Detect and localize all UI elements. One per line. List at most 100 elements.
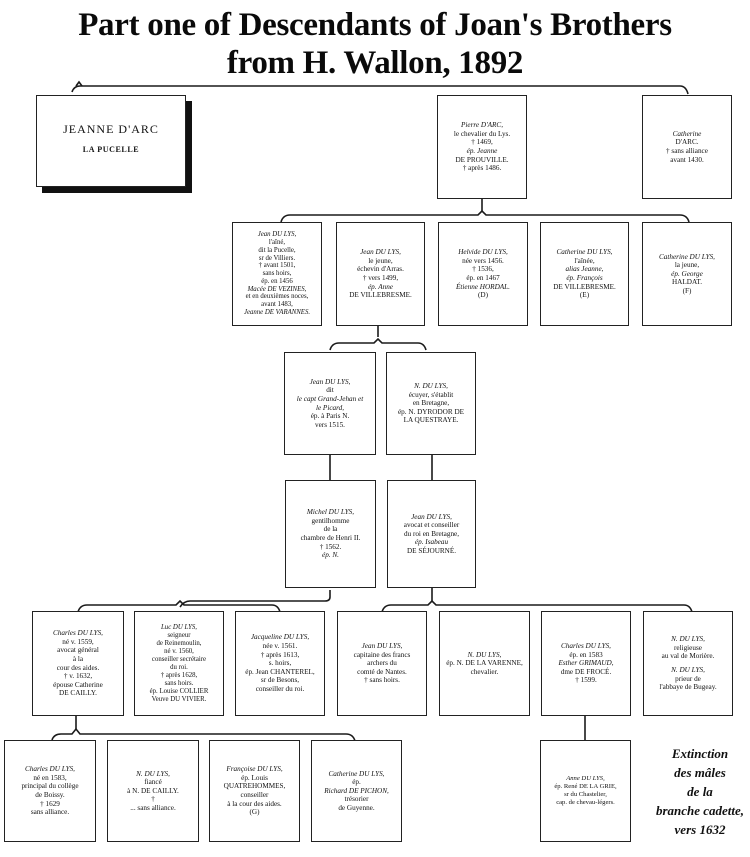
person-name: Catherine DU LYS, (556, 248, 613, 257)
person-detail: (D) (478, 291, 488, 300)
person-detail: à la (72, 654, 84, 663)
person-detail: † 1536, (472, 265, 494, 274)
person-box-n-religieuse-prieur[interactable]: N. DU LYS, religieuse au val de Morière.… (643, 611, 733, 716)
person-name: N. DU LYS, (467, 650, 502, 659)
person-name: N. DU LYS, (671, 635, 705, 644)
person-name: N. DU LYS, (414, 382, 448, 391)
person-box-charles-1583[interactable]: Charles DU LYS, ép. en 1583 Esther GRIMA… (541, 611, 631, 716)
person-box-luc[interactable]: Luc DU LYS, seigneur de Reinemoulin, né … (134, 611, 224, 716)
person-name: Pierre D'ARC, (461, 121, 503, 130)
person-name: N. DU LYS, (671, 666, 705, 674)
person-detail: dit (326, 386, 334, 395)
person-detail: en Bretagne, (412, 399, 450, 408)
person-detail: archers du (367, 659, 397, 668)
person-name: N. DU LYS, (136, 769, 170, 778)
person-detail: né v. 1560, (164, 647, 194, 655)
person-detail: de la (323, 525, 338, 534)
person-detail: † v. 1632, (63, 672, 93, 681)
person-detail: ép. (352, 778, 361, 787)
person-detail: avocat et conseiller (403, 521, 460, 530)
person-box-jacqueline[interactable]: Jacqueline DU LYS, née v. 1561. † après … (235, 611, 325, 716)
person-box-jean-jeune[interactable]: Jean DU LYS, le jeune, échevin d'Arras. … (336, 222, 425, 326)
person-box-n-ecuyer[interactable]: N. DU LYS, écuyer, s'établit en Bretagne… (386, 352, 476, 455)
person-box-pierre-darc[interactable]: Pierre D'ARC, le chevalier du Lys. † 146… (437, 95, 527, 199)
person-detail: † (151, 795, 155, 804)
person-name: Jean DU LYS, (257, 231, 297, 239)
person-detail: ... sans alliance. (130, 803, 176, 812)
person-detail: la jeune, (674, 261, 700, 270)
note-line: des mâles (674, 765, 726, 780)
person-detail: † 1469, (471, 138, 493, 147)
person-detail: fiancé (144, 778, 162, 787)
person-detail: Étienne HORDAL. (456, 282, 510, 291)
person-name: Françoise DU LYS, (226, 765, 283, 774)
extinction-note: Extinction des mâles de la branche cadet… (645, 744, 750, 839)
person-detail: avant 1430. (670, 155, 704, 164)
person-box-catherine-darc[interactable]: Catherine D'ARC. † sans alliance avant 1… (642, 95, 732, 199)
person-detail: trésorier (344, 795, 369, 804)
person-box-charles-1559[interactable]: Charles DU LYS, né v. 1559, avocat génér… (32, 611, 124, 716)
person-box-helvide[interactable]: Helvide DU LYS, née vers 1456. † 1536, é… (438, 222, 528, 326)
person-box-anne[interactable]: Anne DU LYS, ép. René DE LA GRIE, sr du … (540, 740, 631, 842)
person-detail: DE VILLEBRESME. (553, 282, 616, 291)
person-box-n-varenne[interactable]: N. DU LYS, ép. N. DE LA VARENNE, chevali… (439, 611, 530, 716)
person-detail: DE SÉJOURNÉ. (406, 546, 457, 555)
person-detail: avocat général (57, 646, 99, 655)
person-detail: † vers 1499, (362, 274, 399, 282)
person-detail: principal du collège (21, 782, 79, 791)
person-detail: de Guyenne. (338, 803, 375, 812)
person-detail: avant 1483, (261, 301, 293, 309)
person-box-catherine-jeune[interactable]: Catherine DU LYS, la jeune, ép. George H… (642, 222, 732, 326)
person-detail: † 1562. (319, 542, 342, 551)
person-detail: DE PROUVILLE. (455, 155, 509, 164)
person-detail: de Reinemoulin, (156, 639, 202, 647)
person-box-michel[interactable]: Michel DU LYS, gentilhomme de la chambre… (285, 480, 376, 588)
person-detail: † sans alliance (666, 147, 708, 155)
person-detail: religieuse (674, 643, 702, 652)
person-detail: ép. George (671, 269, 703, 278)
person-detail: ép. Jeanne (466, 147, 498, 155)
person-box-jean-aine[interactable]: Jean DU LYS, l'aîné, dit la Pucelle, sr … (232, 222, 322, 326)
person-detail: capitaine des francs (353, 650, 411, 659)
note-line: branche cadette, (655, 803, 745, 818)
person-detail: échevin d'Arras. (357, 265, 404, 274)
person-box-jean-grand-jehan[interactable]: Jean DU LYS, dit le capt Grand-Jehan et … (284, 352, 376, 455)
person-box-catherine-pichon[interactable]: Catherine DU LYS, ép. Richard DE PICHON,… (311, 740, 402, 842)
person-name: Michel DU LYS, (306, 508, 355, 517)
person-detail: (F) (682, 286, 692, 295)
person-detail: DE CAILLY. (59, 689, 97, 698)
person-name: Catherine DU LYS, (659, 252, 715, 261)
person-detail: né v. 1559, (62, 637, 94, 646)
person-name: Helvide DU LYS, (458, 248, 508, 257)
diagram-title-line1: Part one of Descendants of Joan's Brothe… (78, 7, 672, 43)
person-box-charles-1583b[interactable]: Charles DU LYS, né en 1583, principal du… (4, 740, 96, 842)
person-name: Luc DU LYS, (161, 623, 197, 631)
person-detail: LA QUESTRAYE. (403, 416, 459, 425)
person-detail: comté de Nantes. (357, 667, 407, 676)
person-detail: ép. N. DYRODOR DE (397, 407, 465, 416)
person-box-jean-capitaine[interactable]: Jean DU LYS, capitaine des francs archer… (337, 611, 427, 716)
person-box-n-fiance[interactable]: N. DU LYS, fiancé à N. DE CAILLY. † ... … (107, 740, 199, 842)
jeanne-darc-box[interactable]: JEANNE D'ARC LA PUCELLE (36, 95, 186, 187)
person-detail: le jeune, (368, 256, 393, 265)
person-box-catherine-ainee[interactable]: Catherine DU LYS, l'aînée, alias Jeanne,… (540, 222, 629, 326)
person-box-francoise[interactable]: Françoise DU LYS, ép. Louis QUATREHOMMES… (209, 740, 300, 842)
person-detail: née vers 1456. (462, 256, 504, 265)
person-detail: née v. 1561. (262, 642, 298, 651)
person-detail: l'aînée, (574, 256, 595, 265)
person-detail: conseiller secrétaire (151, 655, 207, 663)
person-name: Anne DU LYS, (566, 775, 605, 782)
person-detail: ép. Louise COLLIER (149, 687, 209, 695)
person-name: Charles DU LYS, (25, 765, 75, 774)
person-detail: prieur de (675, 674, 701, 683)
person-box-jean-avocat[interactable]: Jean DU LYS, avocat et conseiller du roi… (387, 480, 476, 588)
person-detail: ép. à Paris N. (310, 412, 350, 421)
person-detail: l'aîné, (268, 238, 286, 246)
person-name: Jacqueline DU LYS, (250, 633, 310, 642)
person-detail: DE VILLEBRESME. (349, 291, 412, 300)
person-detail: ép. en 1456 (261, 277, 293, 285)
note-line: Extinction (671, 746, 729, 761)
person-detail: du roi en Bretagne, (403, 529, 460, 538)
person-detail: le capt Grand-Jehan et (296, 394, 364, 403)
